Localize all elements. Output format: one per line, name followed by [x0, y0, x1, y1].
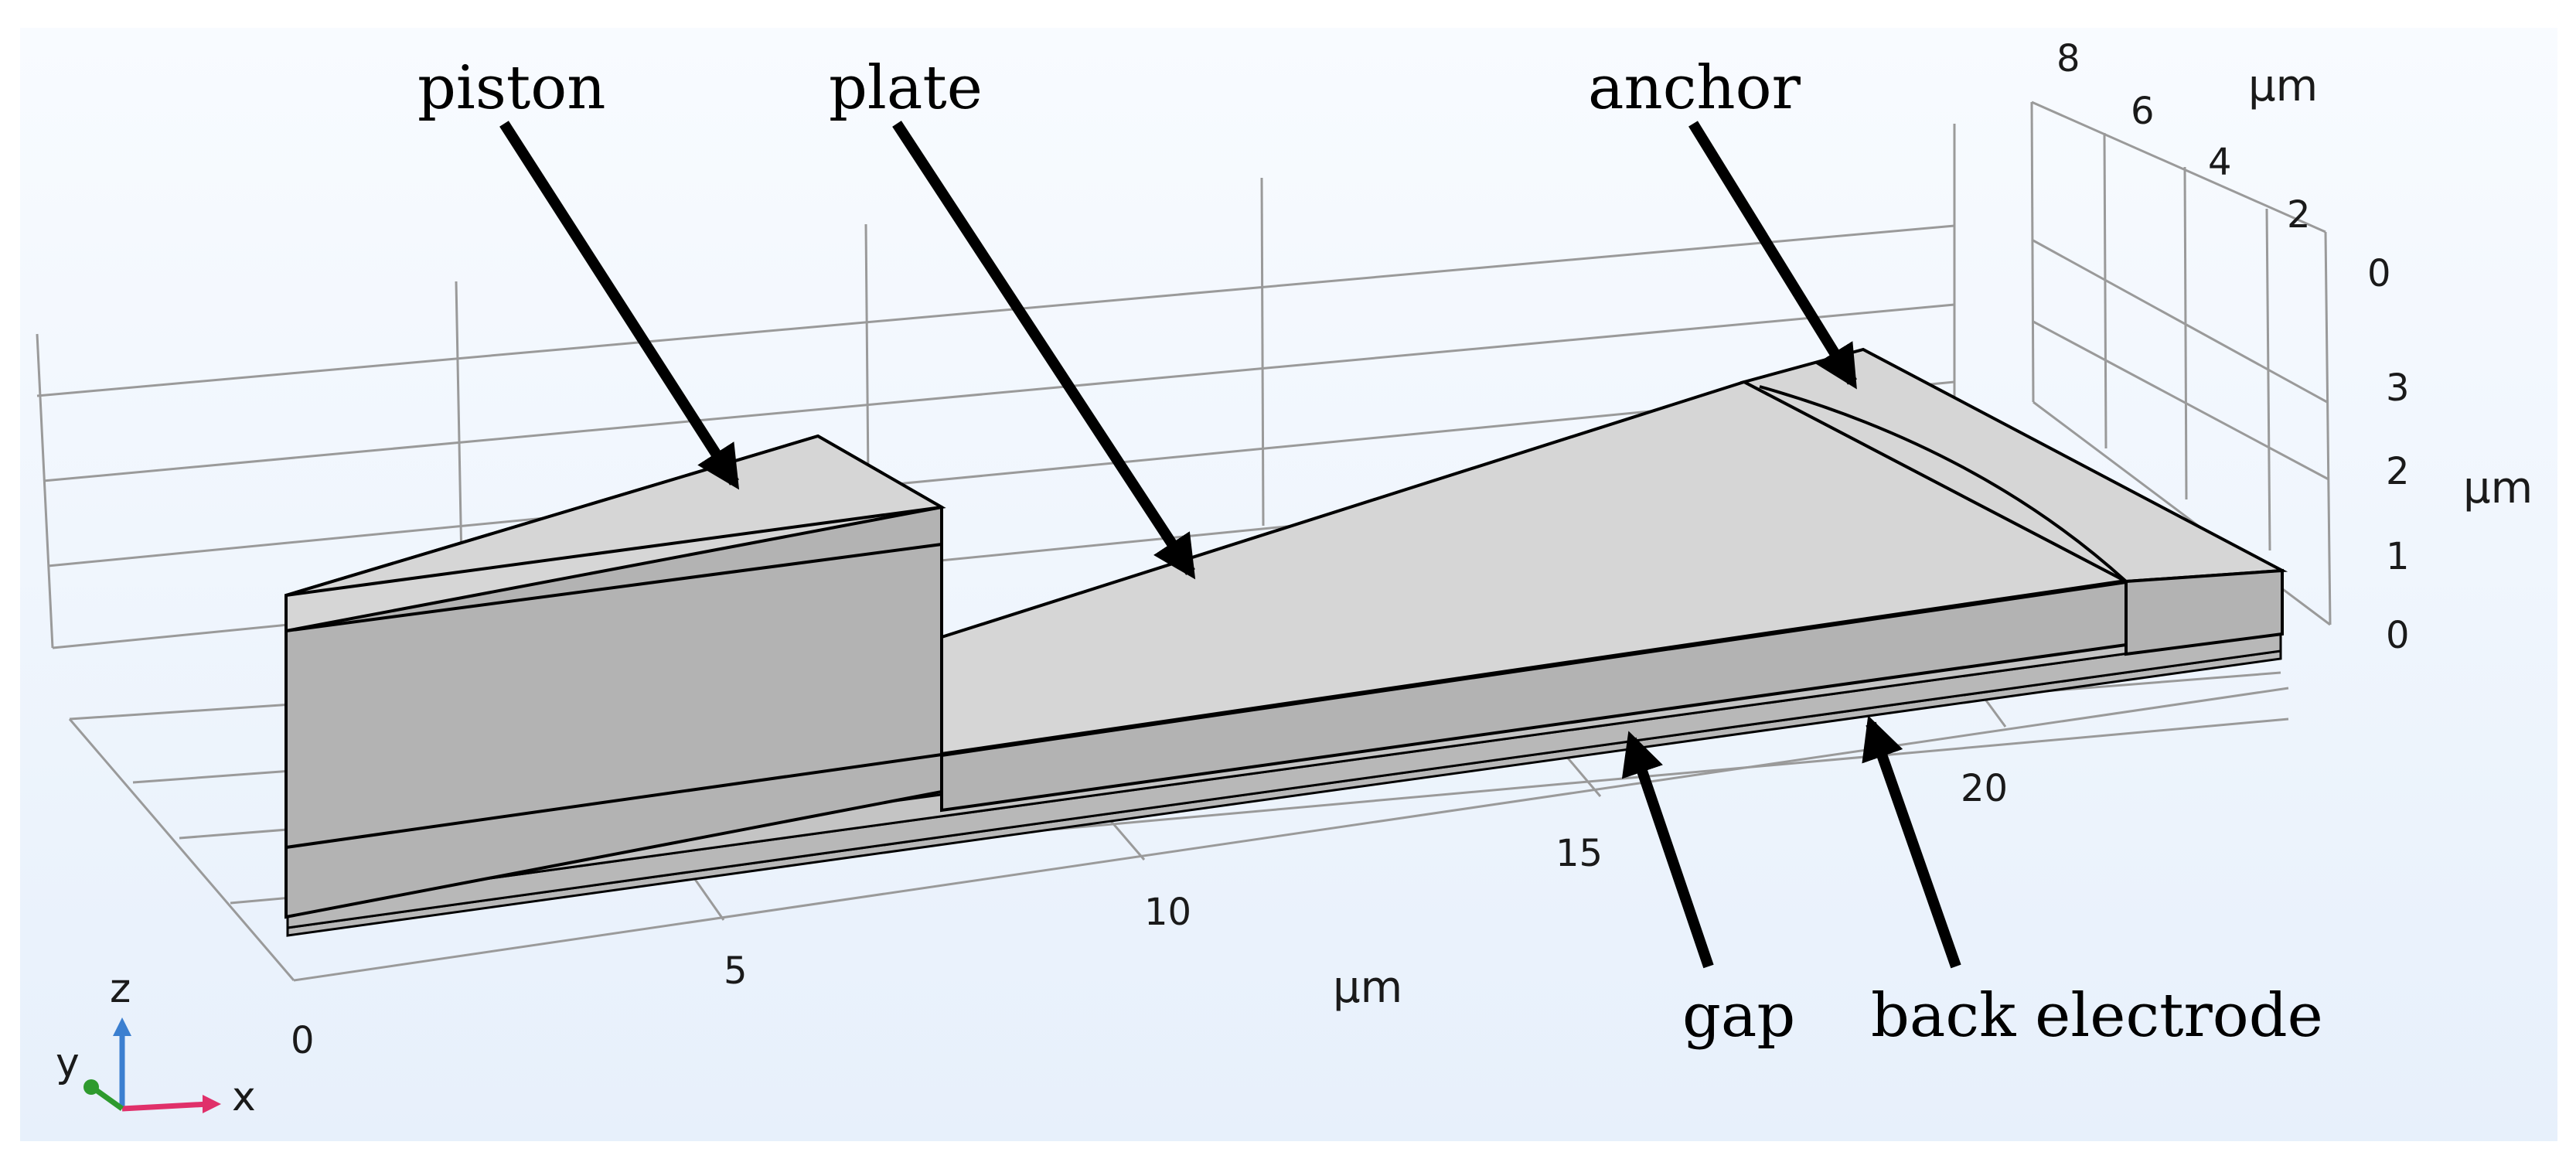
- piston-arrow: [499, 121, 740, 490]
- z-tick-1: 1: [2386, 535, 2410, 578]
- triad-z-label: z: [110, 966, 131, 1012]
- triad-x-arrowhead: [203, 1095, 221, 1113]
- label-gap: gap: [1682, 981, 1795, 1051]
- y-tick-6: 6: [2131, 90, 2155, 133]
- triad-y-label: y: [56, 1040, 80, 1086]
- x-tick-5: 5: [724, 949, 748, 993]
- z-tick-2: 2: [2386, 450, 2410, 493]
- plate: [940, 380, 2131, 813]
- y-tick-8: 8: [2056, 37, 2080, 80]
- gap-arrow: [1621, 731, 1714, 969]
- x-tick-15: 15: [1555, 832, 1603, 875]
- x-axis-labels: 0 5 10 15 20 μm: [291, 767, 2008, 1062]
- y-tick-2: 2: [2287, 193, 2311, 237]
- y-tick-0: 0: [2367, 252, 2391, 295]
- z-axis-unit: μm: [2463, 463, 2533, 513]
- callout-labels: piston plate anchor gap back electrode: [417, 53, 2323, 1051]
- y-axis-unit: μm: [2248, 61, 2318, 111]
- label-anchor: anchor: [1588, 53, 1801, 123]
- x-tick-20: 20: [1961, 767, 2008, 810]
- label-piston: piston: [417, 53, 605, 123]
- x-tick-0: 0: [291, 1019, 315, 1062]
- plate-arrow: [892, 121, 1196, 580]
- triad-z-arrowhead: [113, 1017, 131, 1036]
- label-back-electrode: back electrode: [1871, 981, 2323, 1051]
- y-tick-4: 4: [2208, 141, 2232, 184]
- x-tick-10: 10: [1144, 891, 1191, 934]
- x-axis-unit: μm: [1333, 963, 1402, 1013]
- y-axis-labels: 8 6 4 2 0 μm: [2056, 37, 2391, 295]
- anchor-arrow: [1688, 121, 1857, 390]
- triad-y-tip: [83, 1079, 99, 1095]
- z-tick-3: 3: [2386, 366, 2410, 410]
- back-electrode-arrow: [1862, 715, 1961, 969]
- z-axis-labels: 3 2 1 0 μm: [2386, 366, 2533, 657]
- coordinate-triad: z x y: [56, 966, 256, 1120]
- callout-arrows: [499, 121, 1961, 969]
- label-plate: plate: [829, 53, 983, 123]
- z-tick-0: 0: [2386, 614, 2410, 657]
- anchor: [1739, 347, 2288, 656]
- triad-x-axis: [121, 1101, 210, 1112]
- triad-x-label: x: [232, 1074, 256, 1120]
- side-grid-wall: [2030, 101, 2332, 626]
